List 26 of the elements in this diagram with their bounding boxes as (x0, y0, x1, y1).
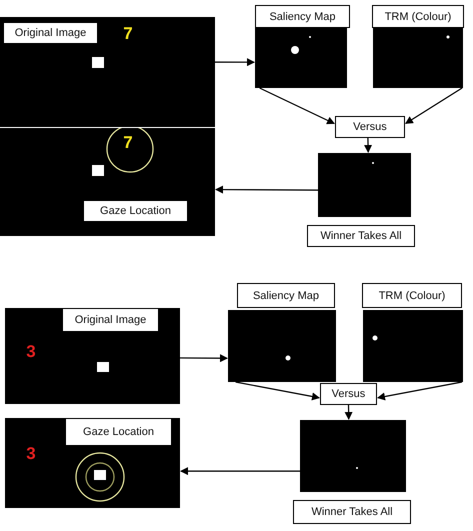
arrow (235, 381, 320, 400)
digit-label: 7 (122, 25, 134, 43)
panel-label: Winner Takes All (307, 225, 415, 247)
panel-label: Gaze Location (83, 200, 188, 222)
arrow (180, 354, 228, 362)
panel-label: Original Image (3, 22, 98, 44)
process-box: Versus (335, 116, 405, 138)
panel-label: Saliency Map (255, 5, 350, 28)
arrow (259, 87, 335, 124)
arrow (180, 467, 300, 476)
panel-label: Gaze Location (65, 418, 172, 446)
arrow (405, 88, 462, 124)
panel-label: Original Image (62, 308, 159, 332)
digit-label: 3 (25, 341, 37, 363)
process-box: Versus (320, 383, 377, 405)
arrow (344, 404, 353, 420)
panel-label: TRM (Colour) (362, 283, 462, 308)
digit-label: 7 (122, 134, 134, 152)
digit-label: 3 (25, 443, 37, 465)
panel-label: Saliency Map (237, 283, 335, 308)
arrow (215, 58, 255, 66)
arrow (215, 186, 318, 194)
arrow (364, 138, 372, 153)
panel-label: TRM (Colour) (372, 5, 464, 28)
panel-label: Winner Takes All (293, 500, 411, 524)
arrow (377, 381, 462, 400)
